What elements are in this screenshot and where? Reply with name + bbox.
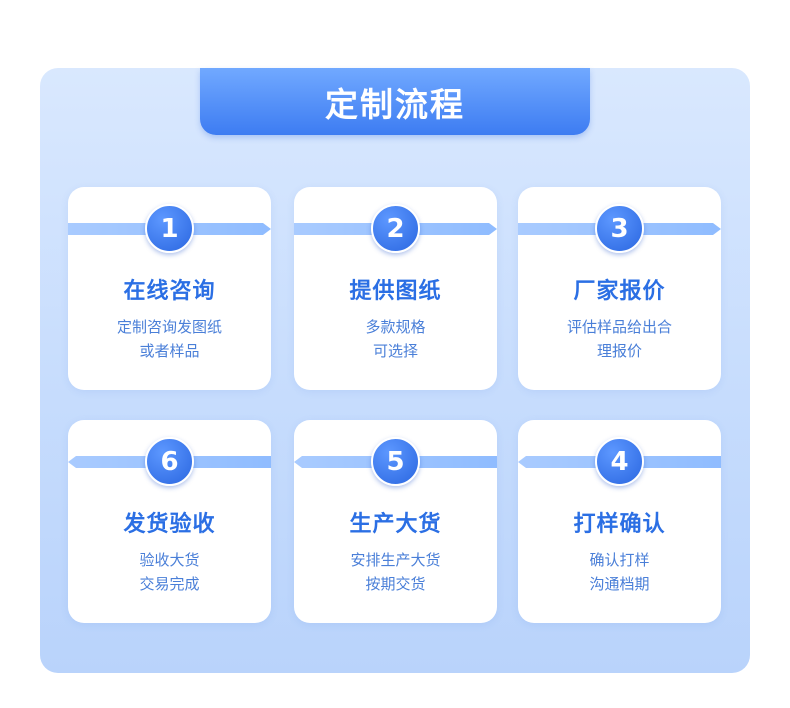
step-title: 打样确认 <box>573 512 666 537</box>
step-description-line: 多款规格 <box>365 318 426 336</box>
step-title: 生产大货 <box>349 512 442 537</box>
step-number-badge: 3 <box>595 204 644 253</box>
step-description-line: 安排生产大货 <box>350 551 441 569</box>
step-description-line: 评估样品给出合 <box>566 318 672 336</box>
step-description: 评估样品给出合 理报价 <box>518 315 721 363</box>
step-title: 发货验收 <box>123 512 216 537</box>
step-description-line: 定制咨询发图纸 <box>116 318 222 336</box>
step-description-line: 沟通档期 <box>589 575 650 593</box>
title-banner: 定制流程 <box>200 68 590 135</box>
step-card-2: 2 提供图纸 多款规格 可选择 <box>294 187 497 390</box>
step-description-line: 交易完成 <box>139 575 200 593</box>
step-card-5: 5 生产大货 安排生产大货 按期交货 <box>294 420 497 623</box>
page-title: 定制流程 <box>325 84 465 124</box>
step-number-badge: 4 <box>595 437 644 486</box>
step-number-badge: 1 <box>145 204 194 253</box>
step-description-line: 或者样品 <box>139 342 200 360</box>
step-title: 厂家报价 <box>573 279 666 304</box>
step-description: 确认打样 沟通档期 <box>518 548 721 596</box>
step-description-line: 确认打样 <box>589 551 650 569</box>
step-description-line: 理报价 <box>596 342 642 360</box>
step-description: 多款规格 可选择 <box>294 315 497 363</box>
step-description-line: 按期交货 <box>365 575 426 593</box>
step-card-6: 6 发货验收 验收大货 交易完成 <box>68 420 271 623</box>
step-title: 在线咨询 <box>123 279 216 304</box>
step-description: 安排生产大货 按期交货 <box>294 548 497 596</box>
step-title: 提供图纸 <box>349 279 442 304</box>
step-description-line: 可选择 <box>372 342 418 360</box>
step-card-1: 1 在线咨询 定制咨询发图纸 或者样品 <box>68 187 271 390</box>
step-number-badge: 5 <box>371 437 420 486</box>
step-description-line: 验收大货 <box>139 551 200 569</box>
step-card-3: 3 厂家报价 评估样品给出合 理报价 <box>518 187 721 390</box>
step-number-badge: 2 <box>371 204 420 253</box>
step-number-badge: 6 <box>145 437 194 486</box>
step-card-4: 4 打样确认 确认打样 沟通档期 <box>518 420 721 623</box>
step-description: 验收大货 交易完成 <box>68 548 271 596</box>
step-description: 定制咨询发图纸 或者样品 <box>68 315 271 363</box>
